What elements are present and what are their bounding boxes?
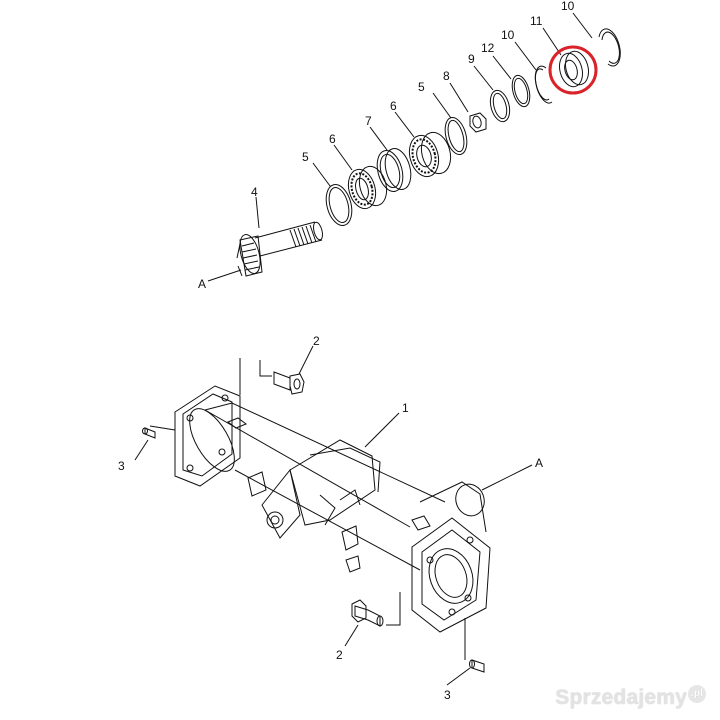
callout-7-spacer: 7	[365, 114, 372, 128]
callout-12-shim: 12	[481, 41, 495, 55]
callout-10-ring-b: 10	[561, 0, 575, 13]
bearing-b	[408, 131, 452, 178]
gear-shaft	[236, 221, 324, 277]
callout-4: 4	[251, 185, 258, 199]
watermark-logo: Sprzedajemy.pl	[555, 685, 706, 710]
callout-10-ring: 10	[501, 28, 515, 42]
lock-washer	[489, 89, 511, 123]
callout-1-housing: 1	[402, 401, 409, 415]
callout-6-bearing: 6	[329, 132, 336, 146]
oil-seal	[558, 50, 590, 88]
callout-11-seal: 11	[530, 14, 543, 28]
callout-3-pin: 3	[118, 459, 125, 473]
axle-housing	[174, 385, 491, 633]
watermark-suffix: .pl	[688, 685, 706, 703]
bolt-top	[273, 371, 305, 395]
snap-ring-a	[325, 183, 353, 227]
callout-5-snap-ring: 5	[302, 150, 309, 164]
callout-8-nut: 8	[443, 69, 450, 83]
spacer-ring	[376, 147, 412, 193]
callout-2-bolt: 2	[313, 334, 320, 348]
seal-ring-a	[534, 65, 553, 104]
watermark-text: Sprzedajemy	[555, 686, 687, 709]
pin-bottom	[469, 659, 485, 673]
snap-ring-b	[444, 116, 468, 156]
highlight-circle	[548, 45, 598, 95]
nut	[469, 112, 487, 133]
callout-9-washer: 9	[468, 52, 475, 66]
seal-ring-b	[598, 28, 621, 67]
callout-a-housing: A	[535, 456, 543, 470]
callout-3-pin-b: 3	[444, 688, 451, 702]
callout-a-gear: A	[198, 277, 206, 291]
pin-left	[142, 427, 156, 439]
callout-6-bearing-b: 6	[390, 99, 397, 113]
bolt-bottom	[351, 599, 384, 627]
callout-5-snap-ring-b: 5	[418, 80, 425, 94]
callout-2-bolt-b: 2	[336, 648, 343, 662]
shim-ring	[511, 74, 531, 108]
